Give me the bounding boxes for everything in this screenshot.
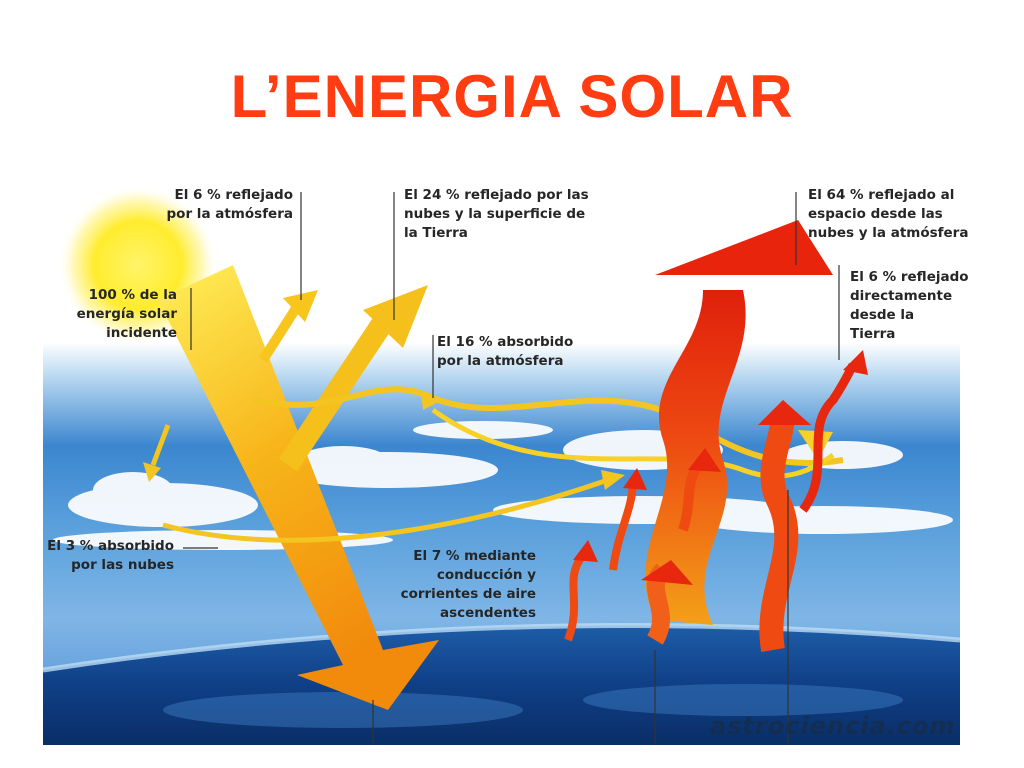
conduction-arrows	[564, 448, 721, 645]
cloud-absorb-arrow	[143, 462, 161, 482]
cloud-reflect-arrow	[363, 285, 428, 348]
incoming-solar-beam	[158, 265, 439, 710]
label-conduction: El 7 % mediante conducción y corrientes …	[400, 548, 536, 621]
label-atmosphere-absorb: El 16 % absorbido por la atmósfera	[437, 334, 574, 369]
label-space-reflect: El 64 % reflejado al espacio desde las n…	[808, 187, 969, 241]
label-cloud-absorb: El 3 % absorbido por las nubes	[47, 538, 174, 573]
ground-heat-arrow	[759, 414, 799, 652]
label-cloud-reflect: El 24 % reflejado por las nubes y la sup…	[404, 187, 589, 241]
label-incident-energy: 100 % de la energía solar incidente	[76, 287, 177, 341]
energy-diagram	[43, 170, 960, 745]
atmosphere-absorb-stream	[252, 386, 844, 467]
space-reflect-arrow	[645, 290, 746, 625]
label-ground-reflect: El 6 % reflejado directamente desde la T…	[850, 269, 969, 342]
label-atmosphere-reflect: El 6 % reflejado por la atmósfera	[166, 187, 293, 222]
ground-reflect-arrow	[799, 362, 858, 513]
watermark: astrociencia.com	[710, 712, 956, 740]
atmosphere-reflect-arrow	[283, 290, 318, 322]
leader-lines	[183, 192, 840, 745]
diagram-illustration	[43, 170, 960, 745]
page-title: L’ENERGIA SOLAR	[230, 63, 794, 130]
